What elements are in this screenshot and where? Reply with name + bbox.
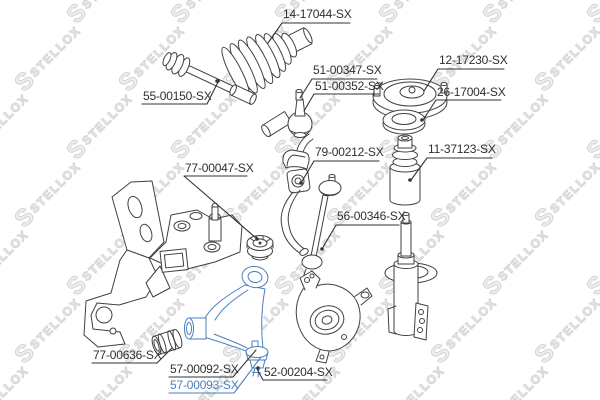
subframe-bushing-drawing — [246, 235, 274, 261]
leader-dots — [215, 79, 424, 370]
steering-boot-drawing — [221, 27, 313, 99]
part-label-77-00047: 77-00047-SX — [185, 161, 254, 175]
stabilizer-bar-drawing — [280, 133, 314, 256]
bump-stop-drawing — [389, 134, 421, 206]
part-label-57-00092: 57-00092-SX — [170, 362, 239, 376]
subframe-drawing — [83, 180, 243, 348]
part-label-51-00347: 51-00347-SX — [313, 63, 382, 77]
part-label-56-00346: 56-00346-SX — [337, 209, 406, 223]
leader-lines — [91, 22, 505, 381]
part-label-55-00150: 55-00150-SX — [143, 89, 212, 103]
part-label-14-17044: 14-17044-SX — [283, 7, 352, 21]
part-label-26-17004: 26-17004-SX — [437, 85, 506, 99]
strut-drawing — [384, 212, 438, 341]
inner-tie-rod-drawing — [162, 51, 257, 105]
knuckle-drawing — [295, 270, 373, 364]
stabilizer-link-drawing — [301, 174, 342, 282]
part-label-11-37123: 11-37123-SX — [428, 142, 496, 156]
control-arm-drawing — [184, 265, 269, 378]
tie-rod-end-drawing — [261, 82, 384, 138]
arm-bushing-drawing — [151, 329, 183, 355]
part-label-79-00212: 79-00212-SX — [315, 145, 384, 159]
part-label-51-00352: 51-00352-SX — [315, 79, 384, 93]
part-label-52-00204: 52-00204-SX — [264, 365, 333, 379]
part-label-12-17230: 12-17230-SX — [439, 53, 508, 67]
part-label-77-00636: 77-00636-SX — [93, 348, 162, 362]
spring-seat-drawing — [382, 109, 426, 135]
part-label-57-00093: 57-00093-SX — [170, 378, 239, 392]
highlight-leader-line — [168, 356, 262, 394]
